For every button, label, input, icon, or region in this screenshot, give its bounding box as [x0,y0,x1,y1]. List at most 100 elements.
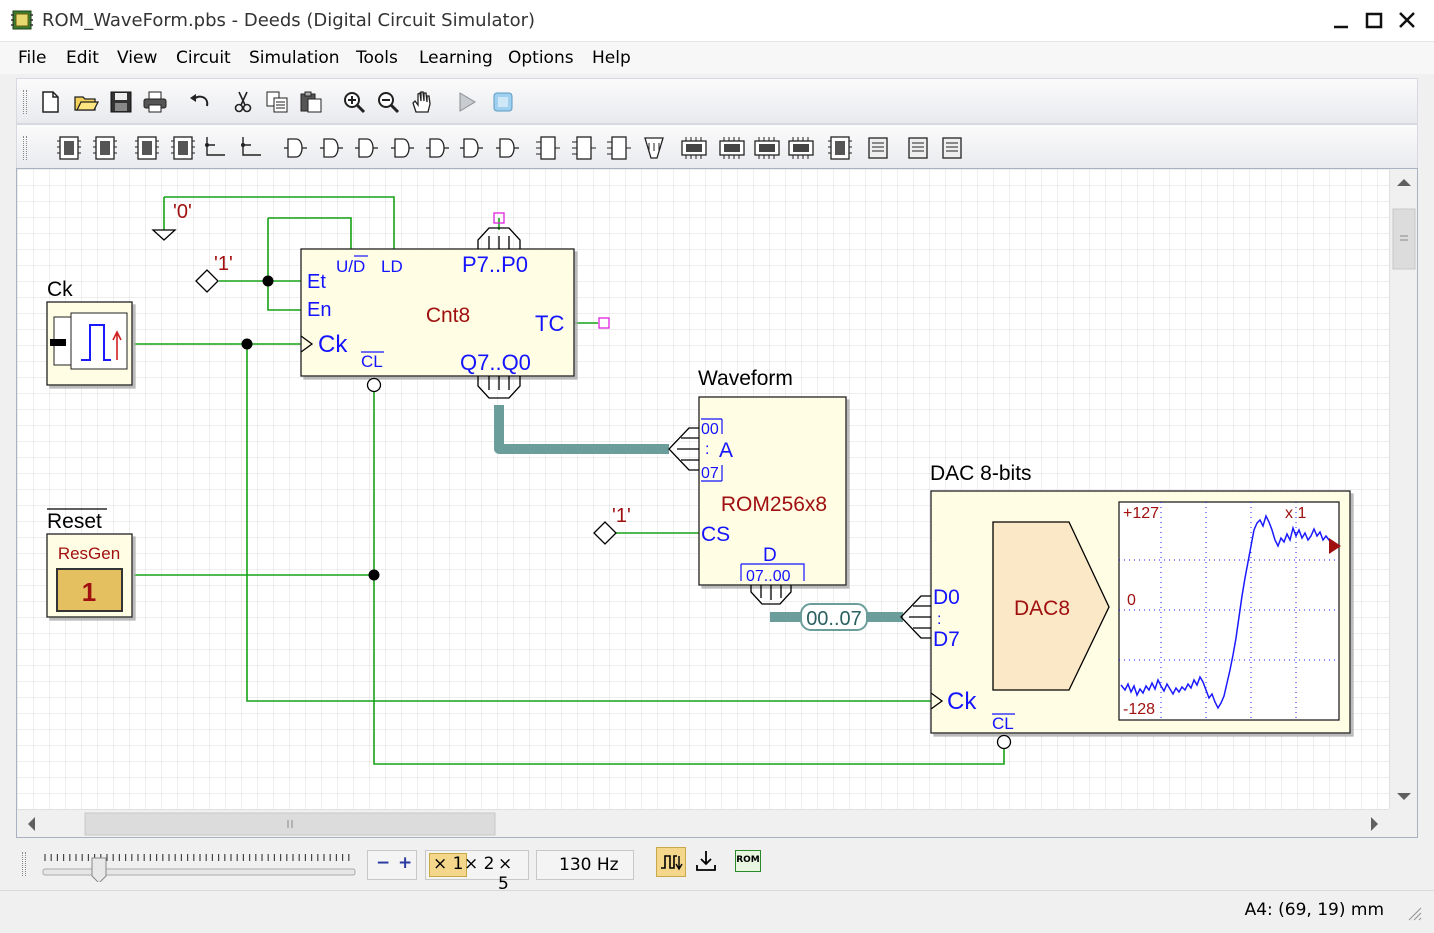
palette-component-icon[interactable] [241,137,261,156]
palette-component-icon[interactable] [754,137,780,159]
menu-circuit[interactable]: Circuit [176,48,231,68]
palette-component-icon[interactable] [536,136,560,160]
scope-zero-label: 0 [1127,592,1136,609]
counter-component[interactable] [300,248,575,377]
palette-component-icon[interactable] [572,136,596,160]
tc-probe-icon[interactable] [598,317,610,329]
schematic-canvas[interactable]: 00..07 '0' '1' Ck Reset ResGen 1 [17,169,1389,809]
palette-component-icon[interactable] [942,137,962,159]
cut-icon[interactable] [230,89,256,115]
p-probe-icon[interactable] [493,212,505,224]
close-button[interactable] [1392,6,1422,36]
palette-component-icon[interactable] [205,137,225,156]
open-folder-icon[interactable] [73,89,100,115]
palette-component-icon[interactable] [496,138,519,158]
save-icon[interactable] [108,89,134,115]
pin-tc: TC [535,311,564,336]
palette-component-icon[interactable] [868,137,888,159]
cs-const-icon[interactable] [593,521,617,545]
menu-file[interactable]: File [18,48,47,68]
bus-label: 00..07 [806,608,862,630]
clock-generator[interactable] [46,301,133,386]
palette-component-icon[interactable] [644,137,664,159]
speed-stepper: − + [367,850,417,880]
minimize-button[interactable] [1326,6,1356,36]
ck-label: Ck [47,278,73,301]
undo-icon[interactable] [187,89,213,115]
wire-en [267,218,301,311]
palette-component-icon[interactable] [788,137,814,159]
maximize-button[interactable] [1359,6,1389,36]
resize-grip-icon[interactable] [1406,905,1422,921]
run-icon[interactable] [454,89,480,115]
horizontal-scroll-thumb [84,812,496,836]
scope-grid [1119,502,1339,720]
palette-component-icon[interactable] [57,136,81,160]
palette-component-icon[interactable] [607,136,631,160]
copy-icon[interactable] [264,89,290,115]
palette-component-icon[interactable] [460,138,483,158]
palette-component-icon[interactable] [320,138,343,158]
palette-component-icon[interactable] [171,136,195,160]
pan-hand-icon[interactable] [409,89,435,115]
paste-icon[interactable] [298,89,324,115]
reset-button[interactable] [56,568,123,612]
buses [494,405,903,622]
counter-name: Cnt8 [426,304,470,327]
rom-editor-icon[interactable]: ROM [735,850,761,872]
counter-pins: U/D LD P7..P0 Et En Ck CL TC Q7..Q0 [307,252,564,375]
rom-name: ROM256x8 [721,493,827,516]
pin-a7: 07 [701,465,719,482]
palette-component-icon[interactable] [391,138,414,158]
menu-learning[interactable]: Learning [419,48,493,68]
scope-top-label: +127 [1123,505,1159,522]
factor-x5-button[interactable]: × 5 [498,854,513,894]
speed-slider[interactable] [42,848,358,882]
palette-component-icon[interactable] [355,138,378,158]
dac-data-connector [900,595,931,639]
menu-options[interactable]: Options [508,48,574,68]
pin-dac-ck: Ck [947,688,977,715]
bus-label-box [800,603,868,631]
palette-component-icon[interactable] [828,136,852,160]
vertical-scrollbar[interactable] [1389,169,1417,809]
speed-decrease-button[interactable]: − [376,853,391,873]
dac-title: DAC 8-bits [930,462,1032,485]
dac-clock-marker [930,692,944,710]
scroll-up-icon [1397,179,1411,186]
menu-tools[interactable]: Tools [356,48,398,68]
toolbar-grip[interactable] [23,90,27,114]
palette-component-icon[interactable] [93,136,117,160]
factor-x1-button[interactable]: × 1 [429,853,468,877]
palette-component-icon[interactable] [719,137,745,159]
zoom-in-icon[interactable] [341,89,367,115]
const-one-icon[interactable] [195,269,219,293]
speed-increase-button[interactable]: + [398,853,413,873]
menu-help[interactable]: Help [592,48,631,68]
pin-a0: 00 [701,421,719,438]
download-icon[interactable] [692,847,722,877]
scope-scale-label: x 1 [1285,505,1306,522]
pin-cs: CS [701,523,730,546]
palette-component-icon[interactable] [135,136,159,160]
menu-view[interactable]: View [117,48,158,68]
palette-component-icon[interactable] [681,137,707,159]
stop-icon[interactable] [490,89,516,115]
factor-x2-button[interactable]: × 2 [464,854,495,874]
horizontal-scrollbar[interactable] [17,809,1389,837]
palette-component-icon[interactable] [908,137,928,159]
new-file-icon[interactable] [37,89,63,115]
rom-component[interactable] [698,396,847,586]
pin-a-dot: : [705,441,709,458]
menu-edit[interactable]: Edit [66,48,99,68]
clock-toggle-icon[interactable] [656,847,686,877]
print-icon[interactable] [142,89,168,115]
palette-component-icon[interactable] [284,138,307,158]
zoom-out-icon[interactable] [375,89,401,115]
menu-simulation[interactable]: Simulation [249,48,340,68]
palette-component-icon[interactable] [426,138,449,158]
schematic-editor[interactable]: 00..07 '0' '1' Ck Reset ResGen 1 [16,168,1418,838]
ground-const-icon[interactable] [151,229,177,241]
toolbar-grip-2[interactable] [23,136,27,160]
simbar-grip[interactable] [22,852,26,876]
